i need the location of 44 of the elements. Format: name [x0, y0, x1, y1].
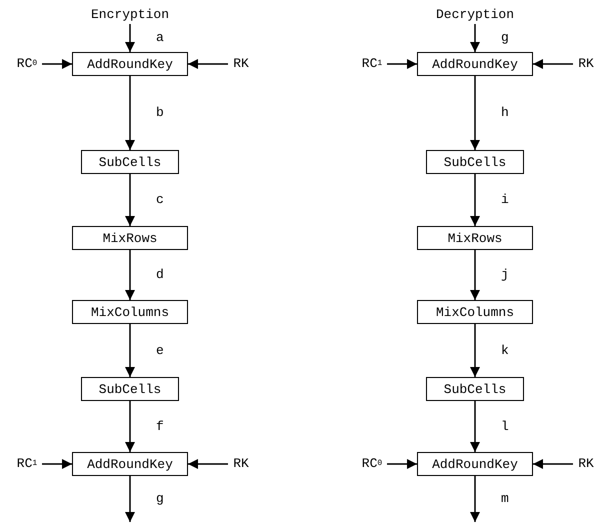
arrow [387, 459, 417, 469]
arrow [188, 459, 228, 469]
arrow [470, 24, 480, 52]
heading-text: Encryption [80, 4, 180, 24]
arrow [470, 324, 480, 377]
arrow [188, 59, 228, 69]
process-box: AddRoundKey [72, 452, 188, 476]
input-label: RC$^{1}$ [12, 452, 42, 475]
process-box: MixRows [417, 226, 533, 250]
arrow [125, 76, 135, 150]
input-label: RC$^{0}$ [12, 52, 42, 75]
arrow [533, 459, 573, 469]
arrow [470, 250, 480, 300]
arrow [125, 24, 135, 52]
arrow [42, 459, 72, 469]
arrow [470, 401, 480, 452]
process-box: AddRoundKey [417, 52, 533, 76]
process-box: MixRows [72, 226, 188, 250]
process-box: MixColumns [417, 300, 533, 324]
process-box: SubCells [426, 150, 524, 174]
arrow [533, 59, 573, 69]
arrow [125, 476, 135, 522]
input-label: RK [228, 452, 254, 475]
input-label: RC$^{0}$ [357, 452, 387, 475]
process-box: AddRoundKey [72, 52, 188, 76]
process-box: SubCells [81, 150, 179, 174]
input-label: RK [573, 52, 599, 75]
arrow [125, 174, 135, 226]
process-box: AddRoundKey [417, 452, 533, 476]
process-box: SubCells [81, 377, 179, 401]
arrow [387, 59, 417, 69]
arrow [470, 76, 480, 150]
arrow [470, 476, 480, 522]
heading-text: Decryption [425, 4, 525, 24]
arrow [125, 250, 135, 300]
process-box: SubCells [426, 377, 524, 401]
arrow [125, 324, 135, 377]
arrow [42, 59, 72, 69]
input-label: RC$^{1}$ [357, 52, 387, 75]
arrow [125, 401, 135, 452]
arrow [470, 174, 480, 226]
process-box: MixColumns [72, 300, 188, 324]
input-label: RK [228, 52, 254, 75]
input-label: RK [573, 452, 599, 475]
